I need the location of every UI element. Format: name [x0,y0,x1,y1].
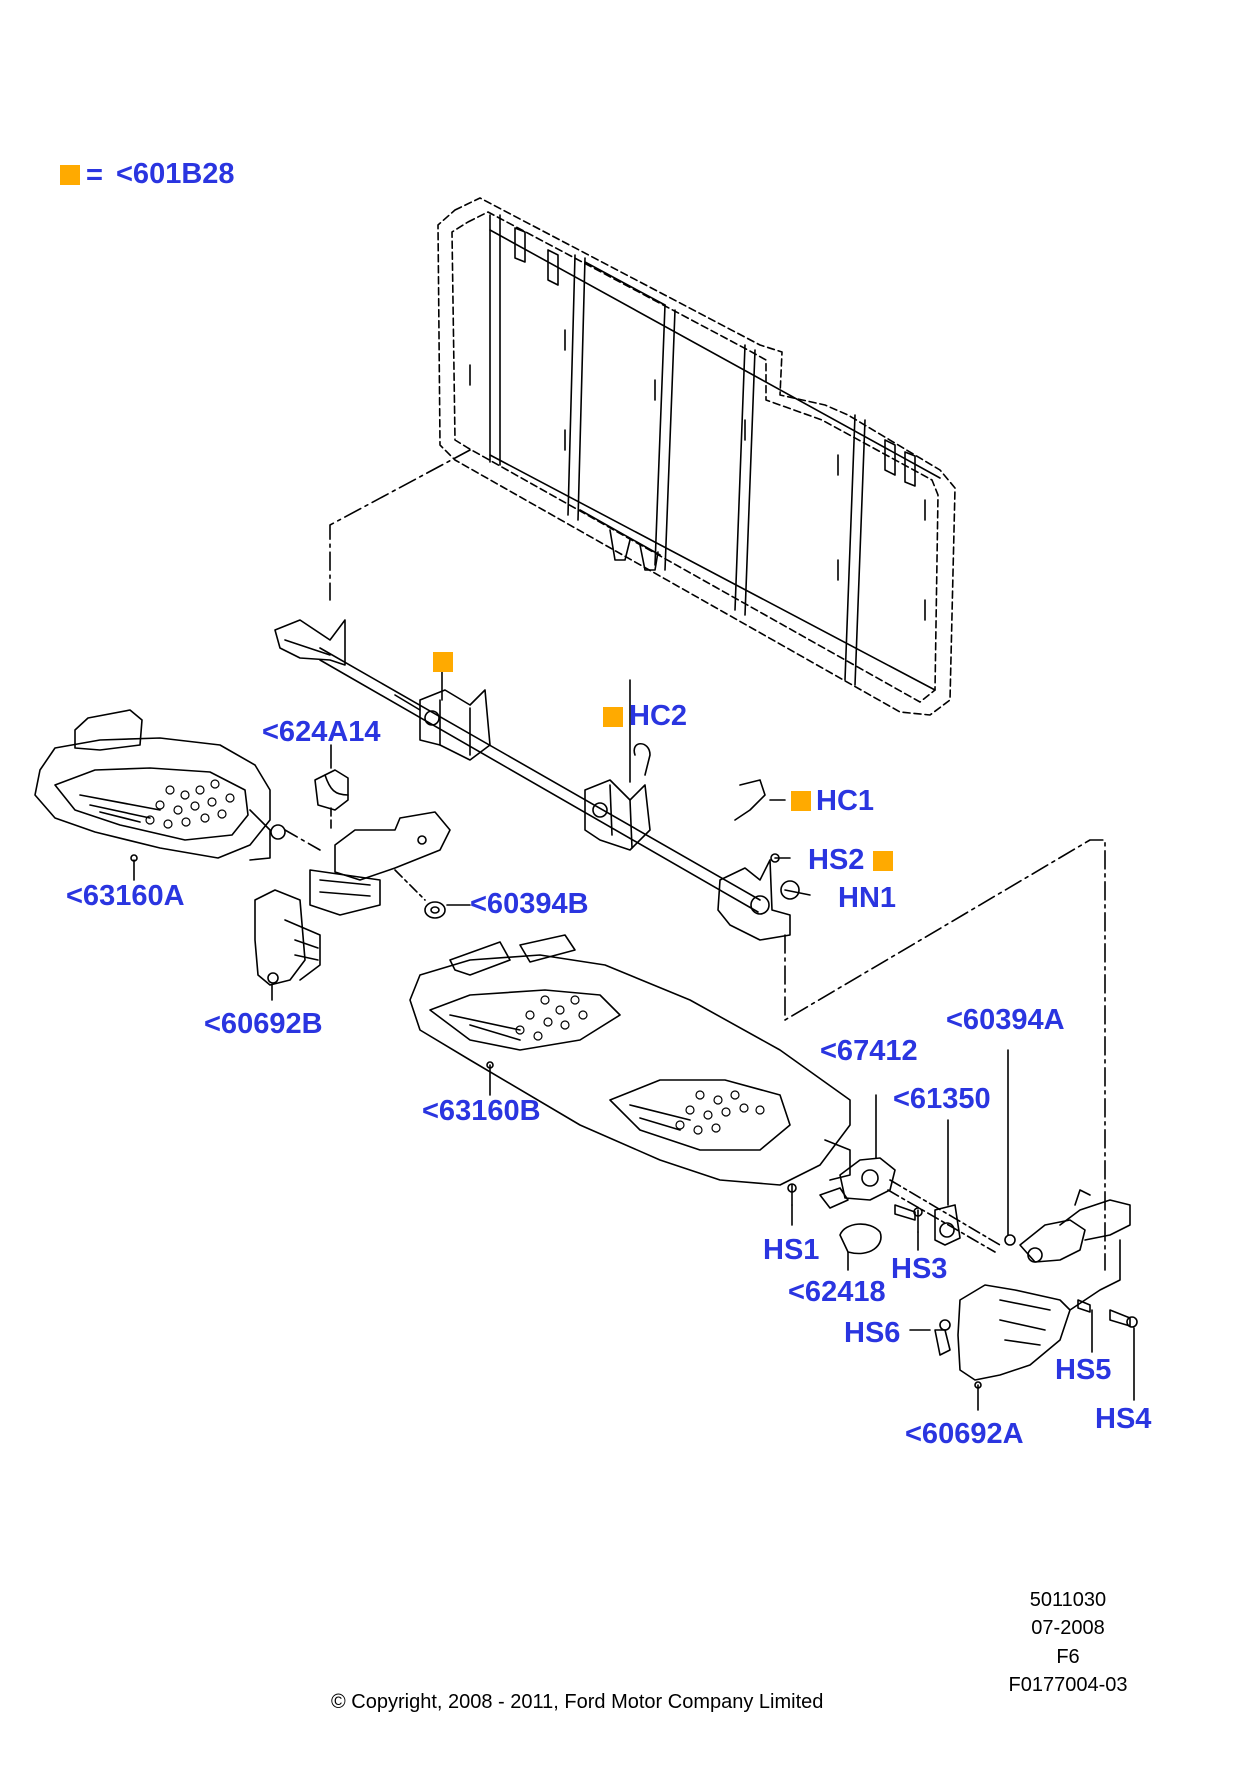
callout-hs2[interactable]: HS2 [808,844,865,876]
pivot-rod-assembly [274,619,800,941]
callout-hc2[interactable]: HC2 [629,700,688,732]
callout-hs1[interactable]: HS1 [763,1234,820,1266]
footer-sheet: F6 [1056,1646,1080,1668]
callout-61350[interactable]: <61350 [893,1083,991,1115]
bushing-624A14 [314,769,349,811]
legend-equals: = [86,159,103,191]
marker-square-bracket [433,652,453,672]
callout-60394A[interactable]: <60394A [946,1004,1065,1036]
callout-63160A[interactable]: <63160A [66,880,185,912]
callout-hs6[interactable]: HS6 [844,1317,901,1349]
marker-square-hc1 [791,791,811,811]
callout-60692A[interactable]: <60692A [905,1418,1024,1450]
callout-hc1[interactable]: HC1 [816,785,875,817]
callout-63160B[interactable]: <63160B [422,1095,541,1127]
seat-pan-left [34,709,286,861]
pivot-assembly-right [787,1157,1016,1255]
washer-60394B [424,901,446,919]
callout-hs3[interactable]: HS3 [891,1253,948,1285]
callout-62418[interactable]: <62418 [788,1276,886,1308]
callout-hs5[interactable]: HS5 [1055,1354,1112,1386]
footer-ref: F0177004-03 [1008,1674,1128,1696]
callout-hs4[interactable]: HS4 [1095,1403,1152,1435]
support-bracket-left [254,811,451,986]
marker-square-hs2 [873,851,893,871]
callout-67412[interactable]: <67412 [820,1035,918,1067]
callout-624A14[interactable]: <624A14 [262,716,381,748]
footer-date: 07-2008 [1031,1617,1105,1639]
callout-hn1[interactable]: HN1 [838,882,897,914]
support-bracket-right [934,1189,1138,1381]
callout-60692B[interactable]: <60692B [204,1008,323,1040]
seat-pan-long [409,934,851,1186]
footer-code: 5011030 [1029,1589,1107,1611]
legend-part-label[interactable]: <601B28 [116,158,235,190]
marker-square-hc2 [603,707,623,727]
footer-copyright: © Copyright, 2008 - 2011, Ford Motor Com… [331,1691,824,1713]
callout-60394B[interactable]: <60394B [470,888,589,920]
seat-back-frame [437,197,956,716]
legend-marker-square [60,165,80,185]
